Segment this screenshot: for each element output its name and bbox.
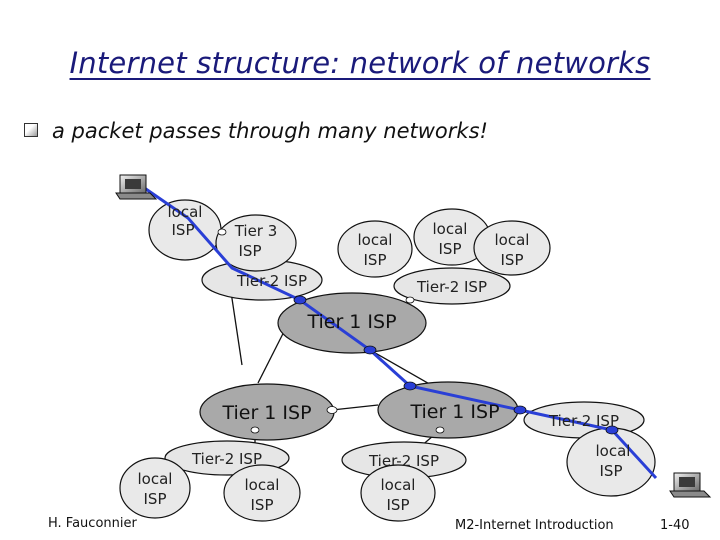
local-isp-4-cloud: [473, 220, 551, 276]
tier2-right-cloud: [393, 267, 511, 305]
other-routers: [217, 228, 445, 434]
slide-number: 1-40: [660, 518, 690, 533]
computer-icon-destination: [669, 472, 712, 498]
label-tier1-right: Tier 1 ISP: [409, 401, 499, 423]
local-isp-2-cloud: [337, 220, 413, 278]
label-tier2-far-right: Tier-2 ISP: [548, 412, 619, 430]
label-tier2-right: Tier-2 ISP: [416, 278, 487, 296]
local-isp-8-cloud: [360, 464, 436, 522]
label-tier2-bottom-mid: Tier-2 ISP: [368, 452, 439, 470]
course-footer: M2-Internet Introduction: [455, 518, 614, 533]
path-routers: [293, 295, 619, 435]
local-isp-6-cloud: [119, 457, 191, 519]
label-tier2-left: Tier-2 ISP: [236, 272, 307, 290]
author-footer: H. Fauconnier: [48, 516, 137, 531]
bullet-square-icon: [24, 123, 38, 137]
bullet-text: a packet passes through many networks!: [52, 119, 488, 143]
isp-clouds: [119, 199, 656, 522]
label-tier1-left: Tier 1 ISP: [221, 402, 311, 424]
slide-title: Internet structure: network of networks: [69, 46, 651, 80]
label-tier2-bottom-left: Tier-2 ISP: [191, 450, 262, 468]
local-isp-7-cloud: [223, 464, 301, 522]
tier1-top-cloud: [277, 292, 427, 354]
computer-icon-source: [115, 174, 158, 200]
bullet-point: a packet passes through many networks!: [24, 119, 488, 143]
tier3-cloud: [215, 214, 297, 272]
label-tier1-top: Tier 1 ISP: [306, 311, 396, 333]
